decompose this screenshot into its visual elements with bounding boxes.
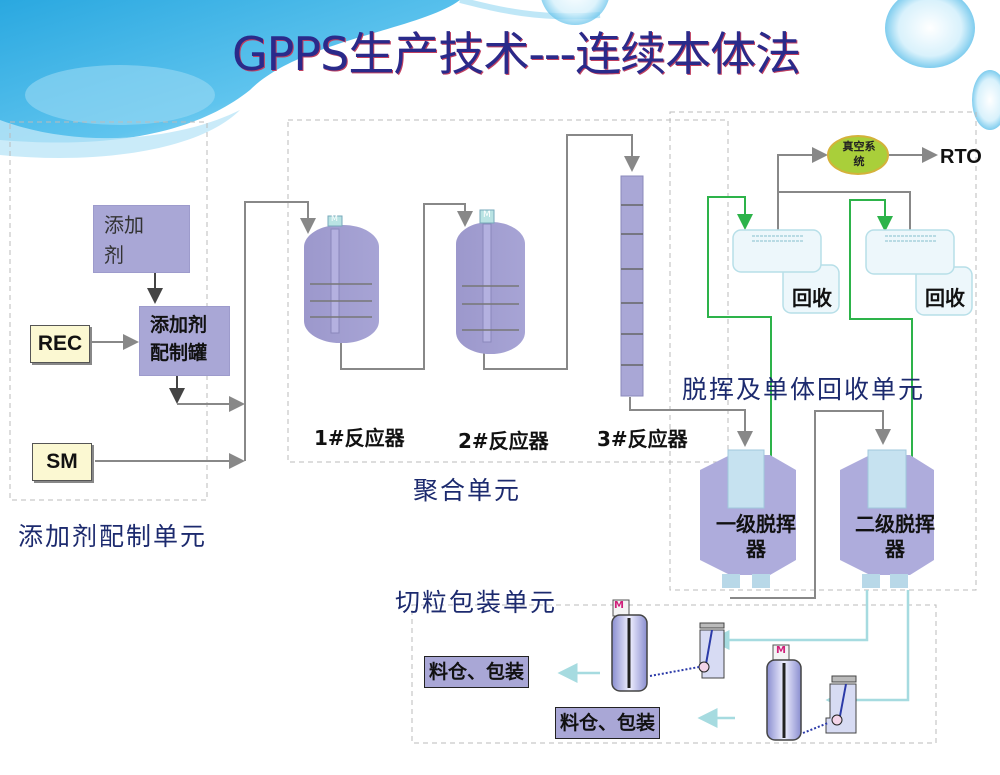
additive-mix-tank: 添加剂配制罐 (139, 306, 230, 376)
reactor-3-suffix: #反应器 (610, 427, 688, 451)
reactor-1-label: 1#反应器 (314, 422, 405, 451)
recovery-label-1: 回收 (792, 286, 832, 310)
vacuum-system-label: 真空系统 (842, 140, 876, 168)
devolatilizer-1 (700, 449, 796, 588)
devolatilizer-2-label: 二级脱挥器 (855, 512, 935, 561)
reactor-1-suffix: #反应器 (327, 426, 405, 450)
reactor-3-label: 3#反应器 (597, 423, 688, 452)
pelletizer-1-motor: M (614, 600, 624, 611)
packaging-output-2: 料仓、包装 (555, 707, 661, 739)
pelletizer-2-motor: M (776, 645, 786, 656)
reactor-2-suffix: #反应器 (471, 429, 549, 453)
additive-unit-label: 添加剂配制单元 (18, 522, 208, 551)
reactor-2-motor: M (483, 210, 491, 220)
pelletizing-unit-boundary (411, 604, 937, 744)
reactor-2-label: 2#反应器 (458, 425, 549, 454)
reactor-3 (620, 175, 644, 397)
packaging-output-1: 料仓、包装 (424, 656, 530, 688)
polymerization-unit-boundary (287, 119, 729, 463)
mix-tank-label: 添加剂配制罐 (150, 314, 208, 364)
reactor-1-motor: M (331, 214, 338, 223)
pelletizing-unit-label: 切粒包装单元 (395, 588, 558, 617)
sm-box: SM (32, 443, 92, 481)
reactor-3-number: 3 (597, 427, 611, 451)
vacuum-system-node (827, 135, 889, 175)
pelletizer-1 (611, 599, 725, 692)
rto-label: RTO (940, 146, 982, 168)
devolatilization-unit-label: 脱挥及单体回收单元 (682, 375, 926, 404)
pelletizer-2 (766, 644, 857, 741)
additive-box: 添加剂 (93, 205, 190, 273)
reactor-1 (304, 215, 379, 343)
polymerization-unit-label: 聚合单元 (413, 476, 522, 505)
rec-box: REC (30, 325, 90, 363)
devolatilization-unit-boundary (669, 111, 977, 591)
page-title: GPPS生产技术---连续本体法 (232, 27, 801, 81)
unit-boundaries (9, 111, 977, 744)
devolatilizer-1-label: 一级脱挥器 (716, 512, 796, 561)
additive-box-label: 添加剂 (104, 213, 144, 267)
reactor-2-number: 2 (458, 429, 472, 453)
devolatilizer-2 (840, 449, 934, 588)
condensers (732, 229, 973, 316)
recovery-label-2: 回收 (925, 286, 965, 310)
reactor-2 (456, 209, 525, 354)
reactor-1-number: 1 (314, 426, 328, 450)
